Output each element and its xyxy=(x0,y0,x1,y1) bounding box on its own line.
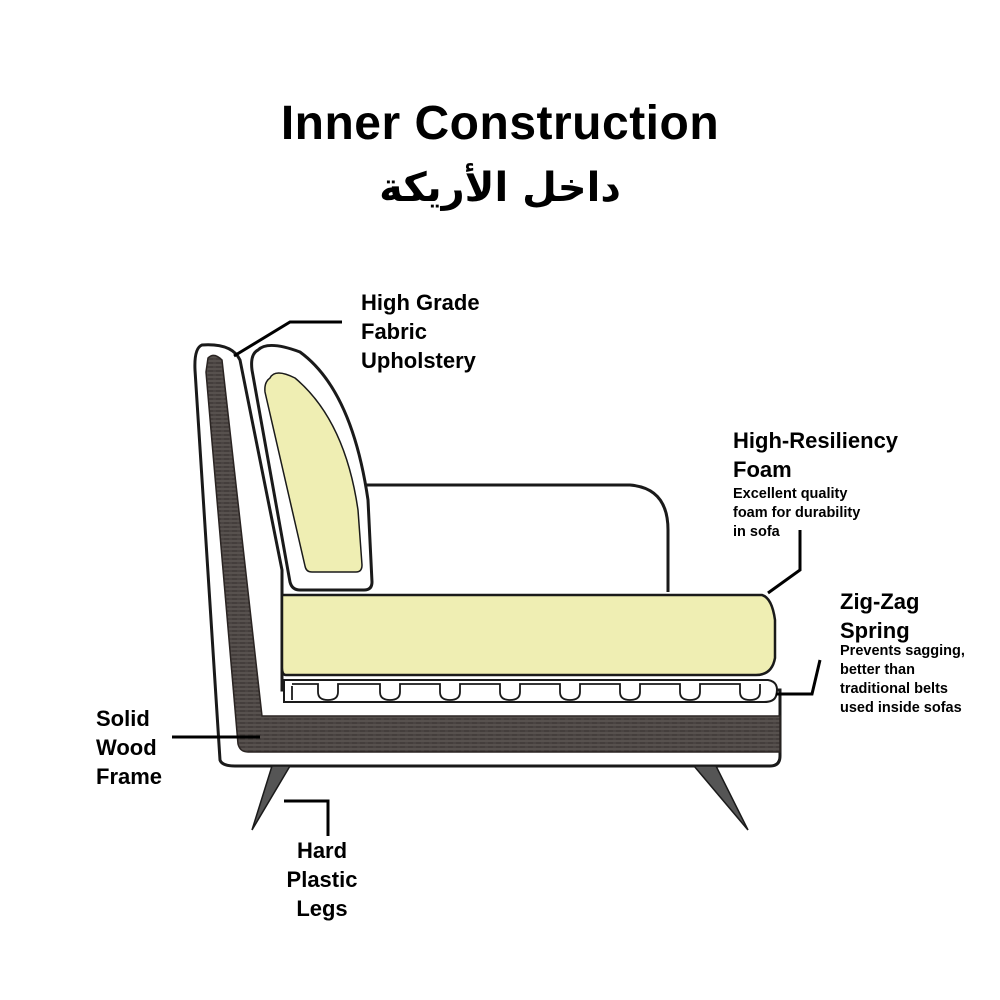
foam-description-line: Excellent quality xyxy=(733,486,848,502)
wood-frame xyxy=(205,354,781,753)
label-foam-line: Foam xyxy=(733,457,792,482)
spring-description-line: better than xyxy=(840,662,915,678)
label-upholstery-line: High Grade xyxy=(361,290,480,315)
spring-description-line: traditional belts xyxy=(840,681,948,697)
label-frame-line: Frame xyxy=(96,764,163,789)
label-spring-title: Zig-Zag Spring xyxy=(840,587,919,645)
label-legs-line: Hard xyxy=(296,838,348,863)
front-leg xyxy=(251,765,292,831)
seat-foam xyxy=(280,593,777,677)
diagram-subtitle-arabic: داخل الأريكة xyxy=(379,165,621,211)
zigzag-spring-coils xyxy=(291,683,761,701)
foam-description-line: in sofa xyxy=(733,524,780,540)
label-legs: Hard Plastic Legs xyxy=(284,836,360,923)
leader-line-upholstery xyxy=(233,320,342,358)
spring-description-line: used inside sofas xyxy=(840,700,962,716)
label-foam-line: High-Resiliency xyxy=(733,428,899,453)
label-spring-line: Zig-Zag xyxy=(840,589,920,614)
label-upholstery-line: Fabric xyxy=(361,319,428,344)
label-legs-line: Plastic xyxy=(286,867,358,892)
label-upholstery-line: Upholstery xyxy=(361,348,476,373)
label-legs-line: Legs xyxy=(296,896,348,921)
leader-line-foam xyxy=(767,530,802,595)
label-spring-line: Spring xyxy=(840,618,910,643)
label-frame: Solid Wood Frame xyxy=(96,704,162,791)
armrest-outline xyxy=(360,483,670,592)
foam-description-line: foam for durability xyxy=(733,505,861,521)
back-cushion-foam xyxy=(264,372,363,573)
spring-platform xyxy=(283,679,778,703)
label-frame-line: Solid xyxy=(96,706,150,731)
label-foam-description: Excellent quality foam for durability in… xyxy=(733,485,860,542)
label-foam-title: High-Resiliency Foam xyxy=(733,426,898,484)
back-leg xyxy=(692,765,749,831)
diagram-title: Inner Construction xyxy=(280,97,720,150)
leader-line-spring xyxy=(776,659,822,696)
spring-description-line: Prevents sagging, xyxy=(840,643,965,659)
label-spring-description: Prevents sagging, better than traditiona… xyxy=(840,642,965,718)
label-upholstery: High Grade Fabric Upholstery xyxy=(361,288,480,375)
leader-line-legs xyxy=(284,799,330,836)
label-frame-line: Wood xyxy=(96,735,157,760)
